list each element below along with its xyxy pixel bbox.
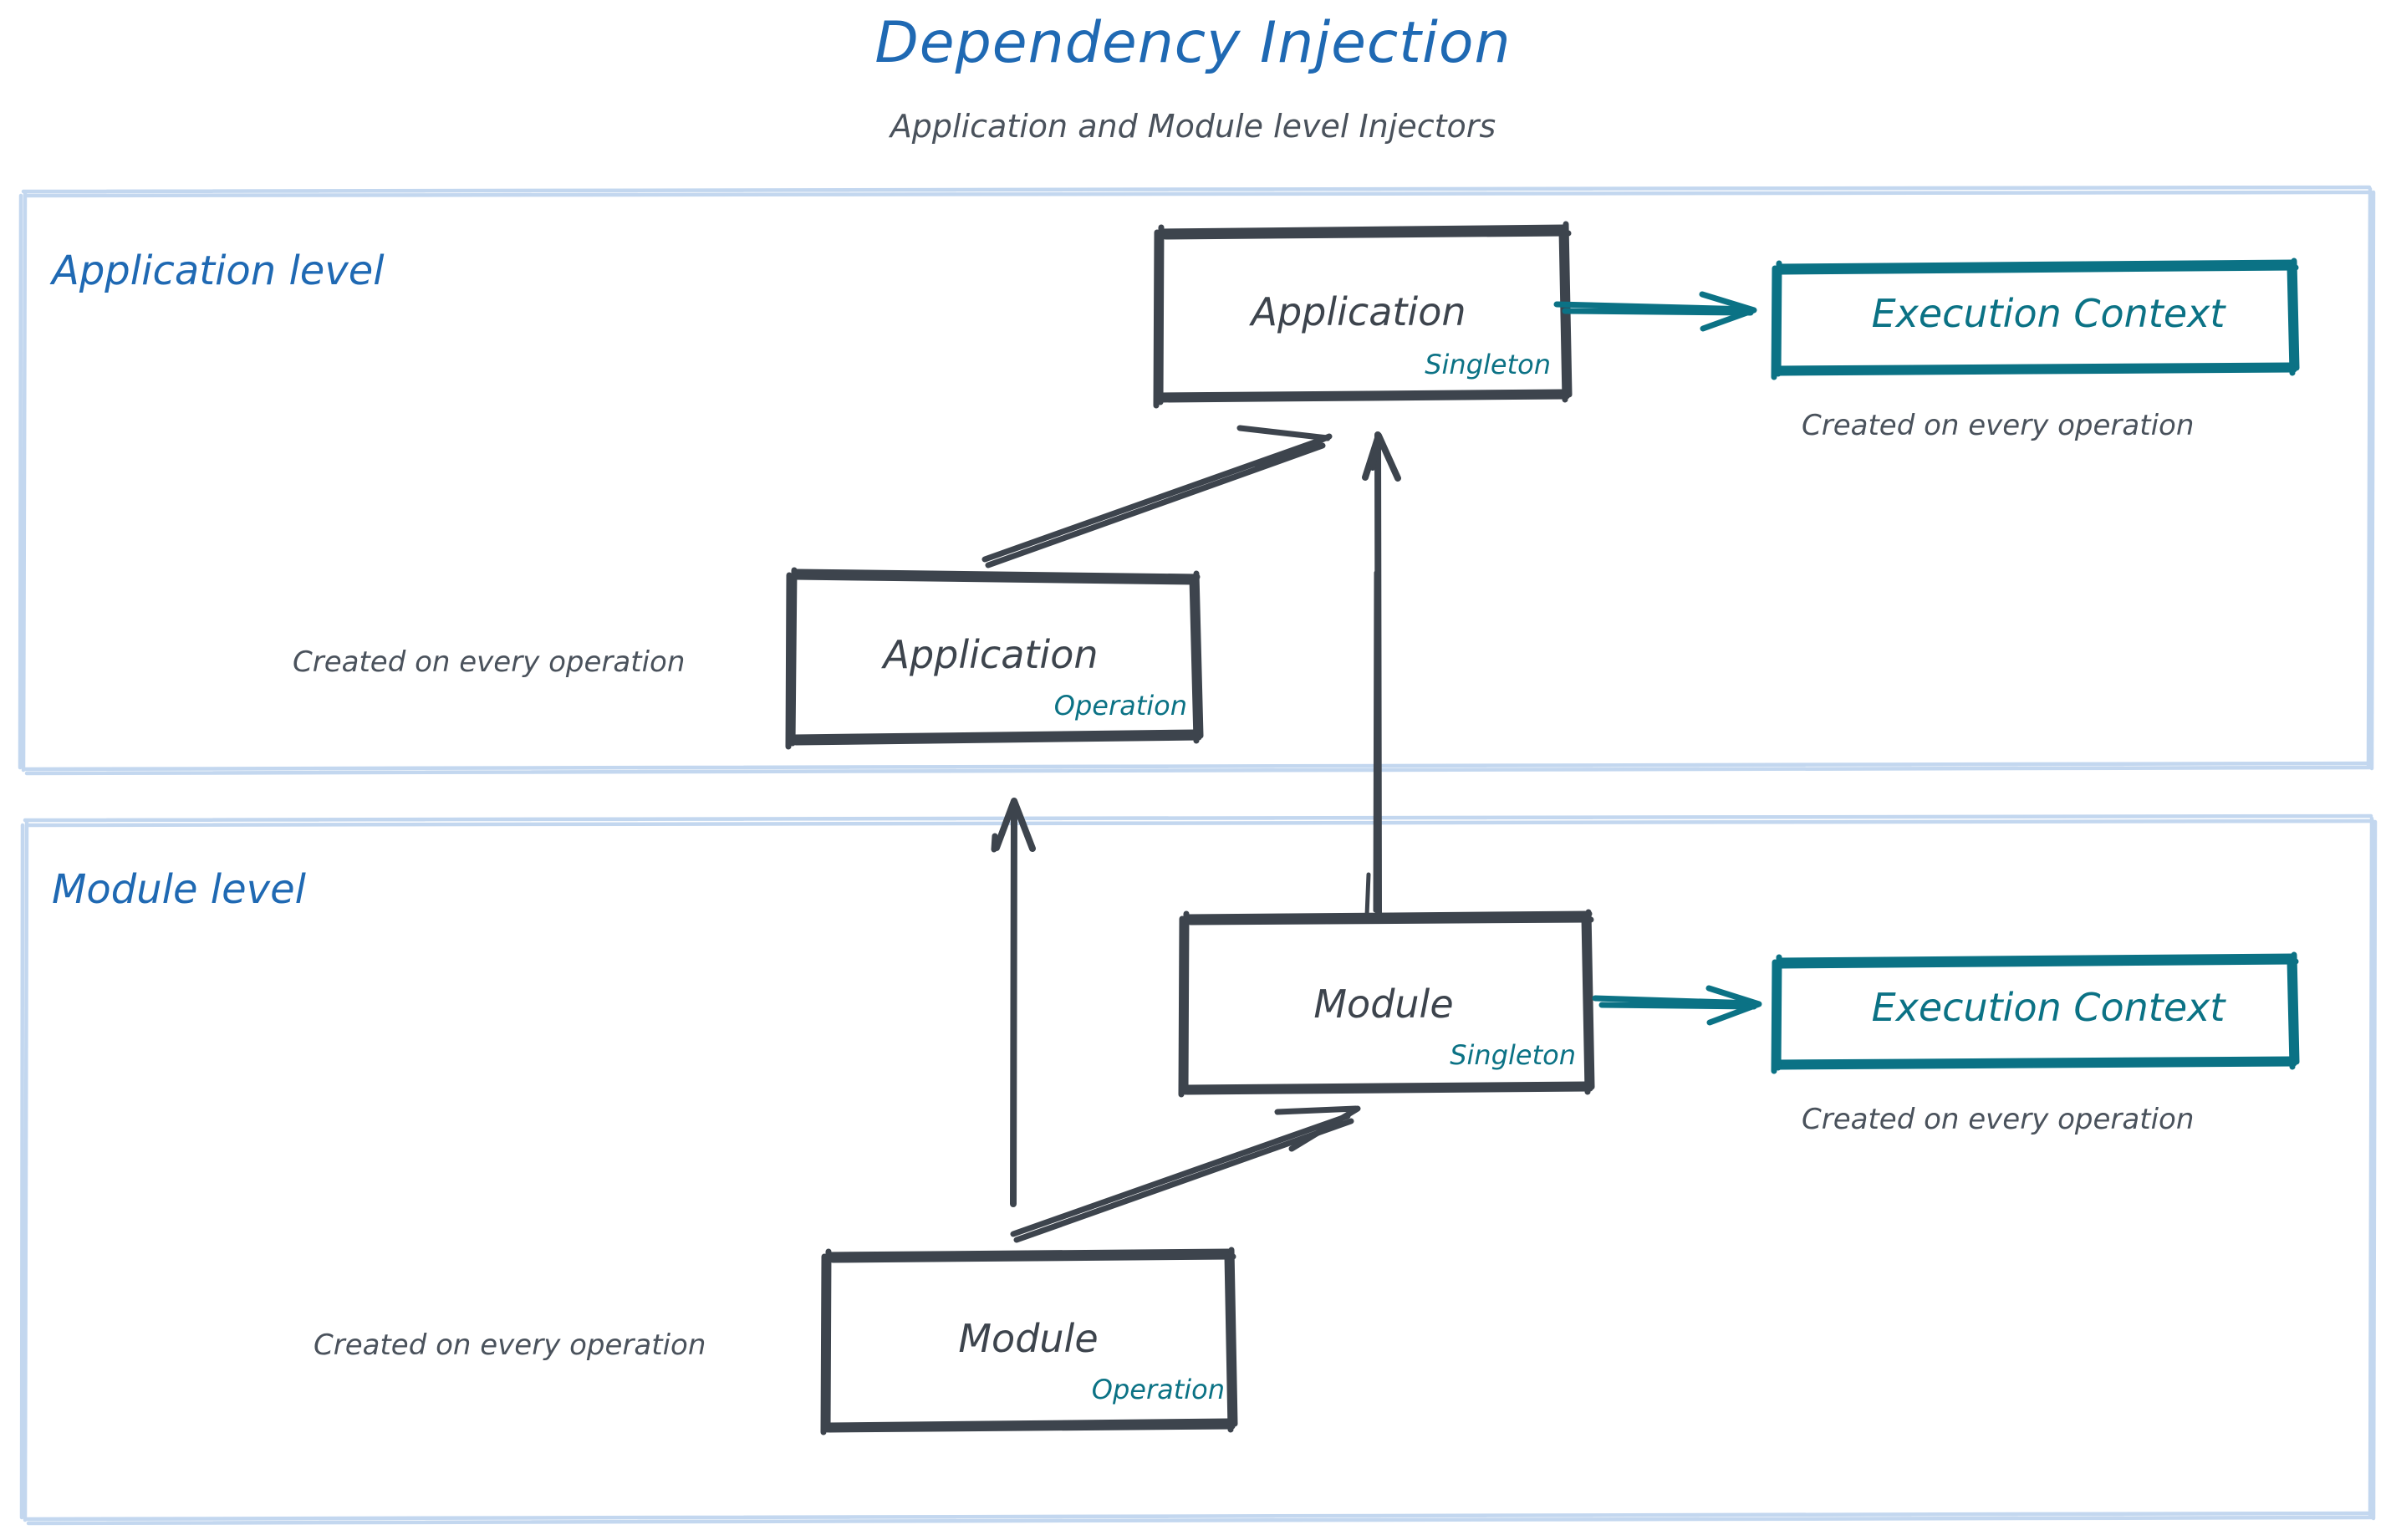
caption-module-operation: Created on every operation bbox=[314, 1328, 706, 1362]
node-module-singleton-scope: Singleton bbox=[1450, 1039, 1576, 1071]
edge-module-singleton-to-execution-context-bottom bbox=[1592, 985, 1762, 1026]
node-module-operation-title: Module bbox=[958, 1316, 1099, 1361]
caption-execution-context-bottom: Created on every operation bbox=[1802, 1103, 2195, 1136]
node-application-operation-title: Application bbox=[883, 632, 1099, 677]
section-label-application-level: Application level bbox=[52, 247, 385, 294]
edge-module-singleton-to-app-singleton bbox=[1362, 431, 1401, 918]
edge-module-operation-to-app-operation bbox=[991, 798, 1036, 1207]
page-title: Dependency Injection bbox=[874, 10, 1512, 76]
node-execution-context-bottom-title: Execution Context bbox=[1871, 985, 2225, 1030]
node-execution-context-top-title: Execution Context bbox=[1871, 291, 2225, 336]
node-application-singleton-scope: Singleton bbox=[1425, 349, 1551, 380]
node-application-operation-scope: Operation bbox=[1053, 690, 1187, 722]
container-module-level bbox=[19, 813, 2378, 1526]
caption-execution-context-top: Created on every operation bbox=[1802, 409, 2195, 442]
edge-app-singleton-to-execution-context-top bbox=[1553, 291, 1757, 332]
node-application-singleton-title: Application bbox=[1251, 289, 1466, 334]
node-module-singleton-title: Module bbox=[1313, 982, 1454, 1027]
edge-module-operation-to-module-singleton bbox=[1010, 1105, 1361, 1243]
edge-app-operation-to-app-singleton bbox=[981, 425, 1333, 569]
page-subtitle: Application and Module level Injectors bbox=[890, 108, 1496, 145]
node-module-operation-scope: Operation bbox=[1091, 1374, 1225, 1405]
caption-application-operation: Created on every operation bbox=[293, 645, 686, 679]
section-label-module-level: Module level bbox=[52, 866, 306, 913]
